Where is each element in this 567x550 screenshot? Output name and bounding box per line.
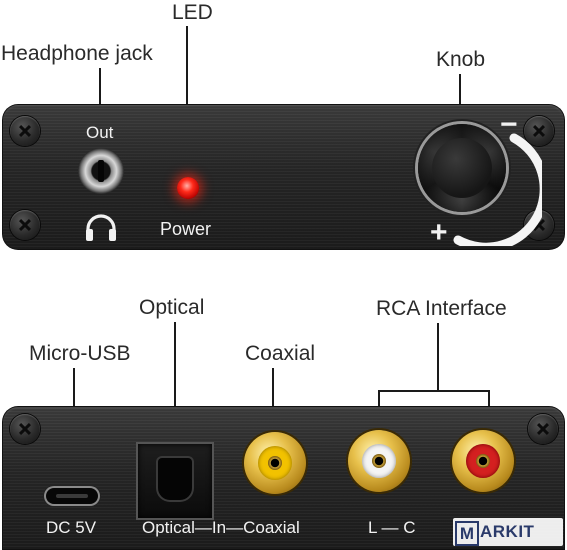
- screw-icon: [524, 116, 554, 146]
- optical-coaxial-label: Optical—In—Coaxial: [142, 518, 300, 537]
- back-panel: DC 5V Optical—In—Coaxial L — C: [2, 406, 565, 550]
- screw-icon: [528, 414, 558, 444]
- micro-usb-port[interactable]: [46, 488, 98, 504]
- coaxial-callout: Coaxial: [245, 342, 316, 365]
- coaxial-insert: [258, 446, 292, 480]
- rca-left-insert: [362, 444, 396, 478]
- knob-callout: Knob: [436, 48, 486, 71]
- micro-usb-callout: Micro-USB: [29, 342, 131, 365]
- rca-leader-stem: [437, 323, 439, 391]
- optical-callout: Optical: [139, 296, 205, 319]
- rca-left-port[interactable]: [348, 430, 410, 492]
- optical-port[interactable]: [138, 444, 212, 518]
- coaxial-port[interactable]: [244, 432, 306, 494]
- screw-icon: [10, 210, 40, 240]
- volume-plus: +: [430, 216, 448, 249]
- optical-leader-line: [174, 322, 176, 454]
- volume-minus: −: [500, 108, 518, 141]
- dc-5v-label: DC 5V: [46, 518, 97, 537]
- lr-label: L — C: [368, 518, 416, 537]
- watermark-box-letter: M: [455, 521, 479, 546]
- out-label: Out: [86, 123, 114, 142]
- screw-icon: [10, 414, 40, 444]
- headphone-jack-slot: [98, 160, 104, 182]
- screw-icon: [10, 116, 40, 146]
- rca-right-hole: [476, 454, 490, 468]
- rca-leader-bar: [378, 390, 490, 392]
- coaxial-hole: [268, 456, 282, 470]
- rca-right-insert: [466, 444, 500, 478]
- front-panel: Out Power − +: [2, 104, 565, 250]
- optical-port-opening: [158, 458, 192, 500]
- watermark-text: ARKIT: [480, 522, 535, 541]
- power-led: [177, 177, 199, 199]
- volume-knob[interactable]: [418, 124, 506, 212]
- rca-left-hole: [372, 454, 386, 468]
- rca-interface-callout: RCA Interface: [376, 297, 507, 320]
- power-label: Power: [160, 219, 212, 239]
- led-leader-line: [186, 26, 188, 176]
- headphone-jack-callout: Headphone jack: [1, 42, 153, 65]
- headphones-icon: [86, 214, 116, 241]
- volume-arc-icon: [453, 133, 542, 246]
- headphone-jack[interactable]: [78, 148, 124, 194]
- watermark-logo: M ARKIT: [453, 518, 563, 546]
- led-callout: LED: [172, 1, 213, 24]
- rca-right-port[interactable]: [452, 430, 514, 492]
